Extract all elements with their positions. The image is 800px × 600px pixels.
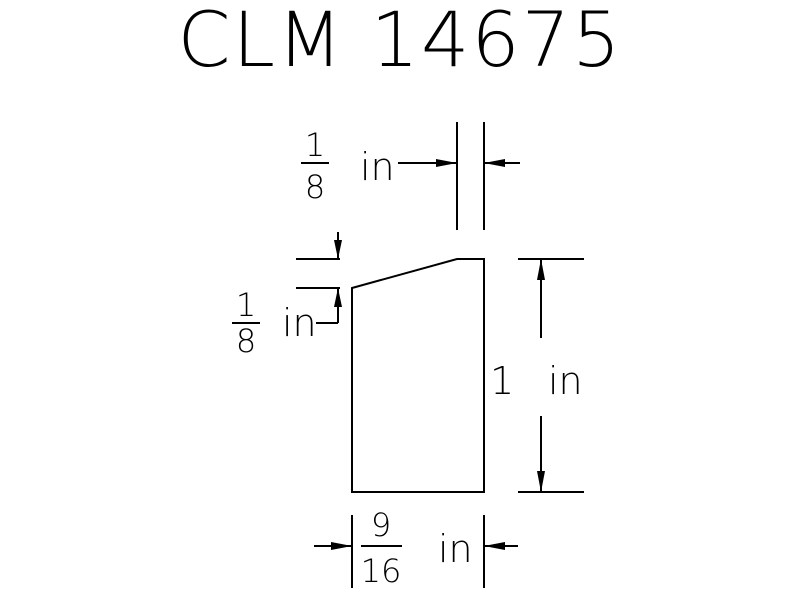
left-drop-numerator: 1	[236, 286, 256, 324]
top-gap-arrow-left	[436, 159, 457, 167]
height-unit: in	[548, 359, 583, 403]
top-gap-arrow-right	[484, 159, 505, 167]
top-gap-dimension: 1 8 in	[301, 122, 520, 230]
height-arrow-top	[537, 259, 545, 280]
drawing-title: CLM 14675	[178, 0, 623, 84]
width-arrow-left	[331, 542, 352, 550]
width-denominator: 16	[361, 552, 402, 590]
width-numerator: 9	[371, 506, 391, 544]
left-drop-dimension: 1 8 in	[232, 232, 342, 360]
width-unit: in	[438, 527, 473, 571]
height-value: 1	[490, 359, 514, 403]
width-dimension: 9 16 in	[314, 506, 518, 590]
height-arrow-bottom	[537, 471, 545, 492]
width-arrow-right	[484, 542, 505, 550]
left-drop-arrow-top	[334, 240, 342, 259]
top-gap-unit: in	[360, 145, 395, 189]
height-dimension: 1 in	[490, 258, 584, 493]
molding-profile-outline	[351, 258, 485, 493]
left-drop-arrow-bottom	[334, 288, 342, 307]
top-gap-denominator: 8	[305, 168, 325, 206]
left-drop-denominator: 8	[236, 322, 256, 360]
top-gap-numerator: 1	[305, 126, 325, 164]
left-drop-unit: in	[282, 301, 317, 345]
